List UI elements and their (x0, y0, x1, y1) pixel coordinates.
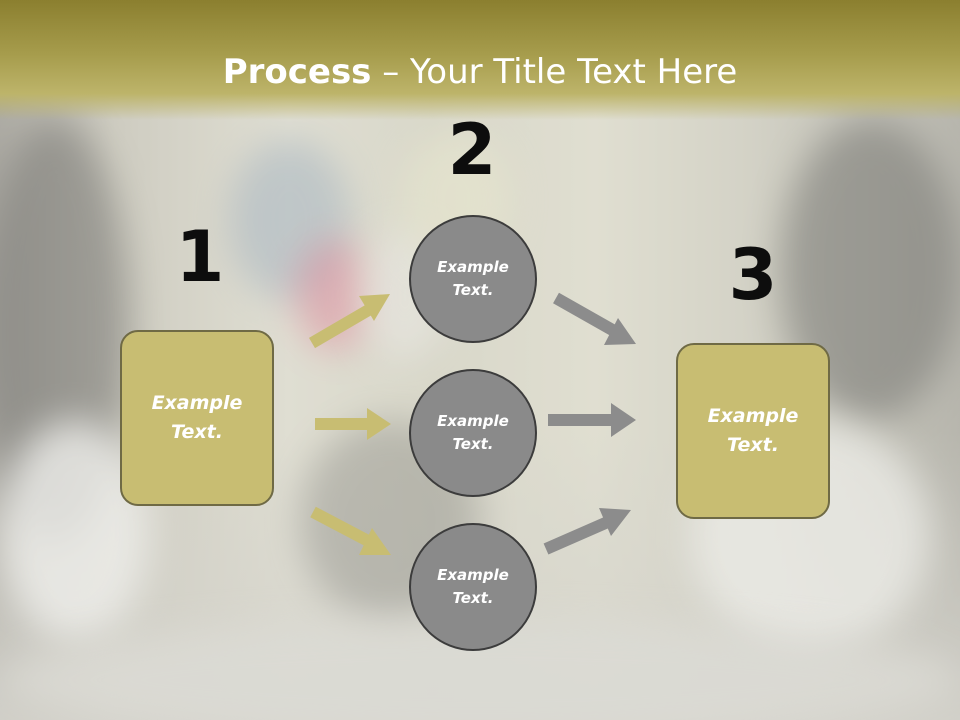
arrow-top-to-3 (553, 292, 636, 345)
step-3-label: Example Text. (707, 405, 799, 456)
title-rest: – Your Title Text Here (371, 52, 738, 92)
arrow-bottom-to-3 (543, 508, 631, 555)
step-3-number: 3 (728, 234, 778, 316)
step-3-box: Example Text. (676, 343, 830, 519)
step-1-number: 1 (175, 216, 225, 298)
circle-label: Example Text. (437, 566, 509, 607)
circle-label: Example Text. (437, 258, 509, 299)
step-1-box: Example Text. (120, 330, 274, 506)
arrow-1-to-middle (315, 408, 391, 440)
arrow-1-to-top (308, 294, 390, 349)
step-1-label: Example Text. (151, 392, 243, 443)
title-bold: Process (222, 52, 372, 92)
slide-title: Process – Your Title Text Here (0, 52, 960, 92)
step-2-number: 2 (447, 109, 497, 191)
circle-label: Example Text. (437, 412, 509, 453)
arrow-middle-to-3 (548, 403, 636, 437)
step-2-circle-top: Example Text. (409, 215, 537, 343)
title-band (0, 0, 960, 120)
step-2-circle-middle: Example Text. (409, 369, 537, 497)
arrow-1-to-bottom (310, 506, 391, 555)
step-2-circle-bottom: Example Text. (409, 523, 537, 651)
